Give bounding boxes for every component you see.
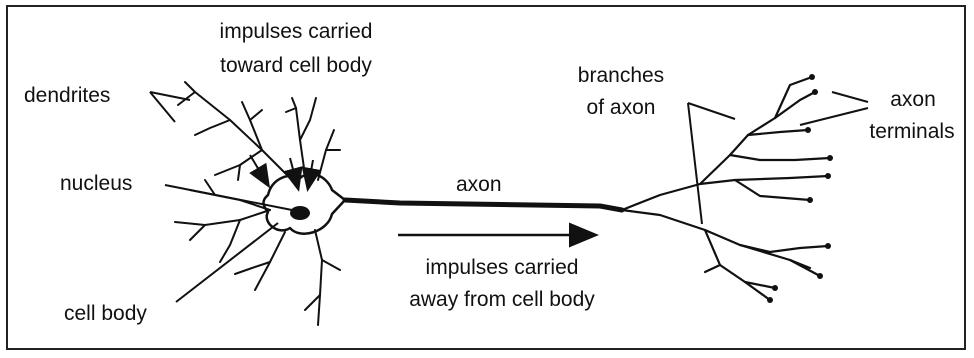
impulse-arrow-1 bbox=[250, 155, 268, 185]
label-dendrites: dendrites bbox=[24, 84, 110, 108]
terminal-bulbs bbox=[767, 74, 833, 303]
branches-pointer-1 bbox=[688, 103, 702, 224]
label-terminals-line1: axon bbox=[870, 88, 956, 112]
label-impulses-away-line1: impulses carried bbox=[375, 256, 629, 280]
terminals-pointer-1 bbox=[832, 92, 868, 102]
terminals-pointer-2 bbox=[800, 108, 868, 125]
label-impulses-toward-line2: toward cell body bbox=[196, 54, 396, 78]
label-cell-body: cell body bbox=[64, 302, 147, 326]
label-impulses-away-line2: away from cell body bbox=[375, 288, 629, 312]
label-nucleus: nucleus bbox=[60, 172, 132, 196]
label-branches-line1: branches bbox=[568, 64, 674, 88]
label-terminals-line2: terminals bbox=[862, 120, 962, 144]
label-impulses-toward-line1: impulses carried bbox=[196, 20, 396, 44]
axon-shape bbox=[345, 200, 622, 210]
nucleus-shape bbox=[290, 206, 310, 220]
label-axon: axon bbox=[456, 173, 502, 197]
branches-pointer-2 bbox=[688, 103, 735, 119]
dendrites-upper bbox=[178, 82, 340, 180]
cell-body-pointer bbox=[176, 223, 278, 302]
label-branches-line2: of axon bbox=[568, 96, 674, 120]
